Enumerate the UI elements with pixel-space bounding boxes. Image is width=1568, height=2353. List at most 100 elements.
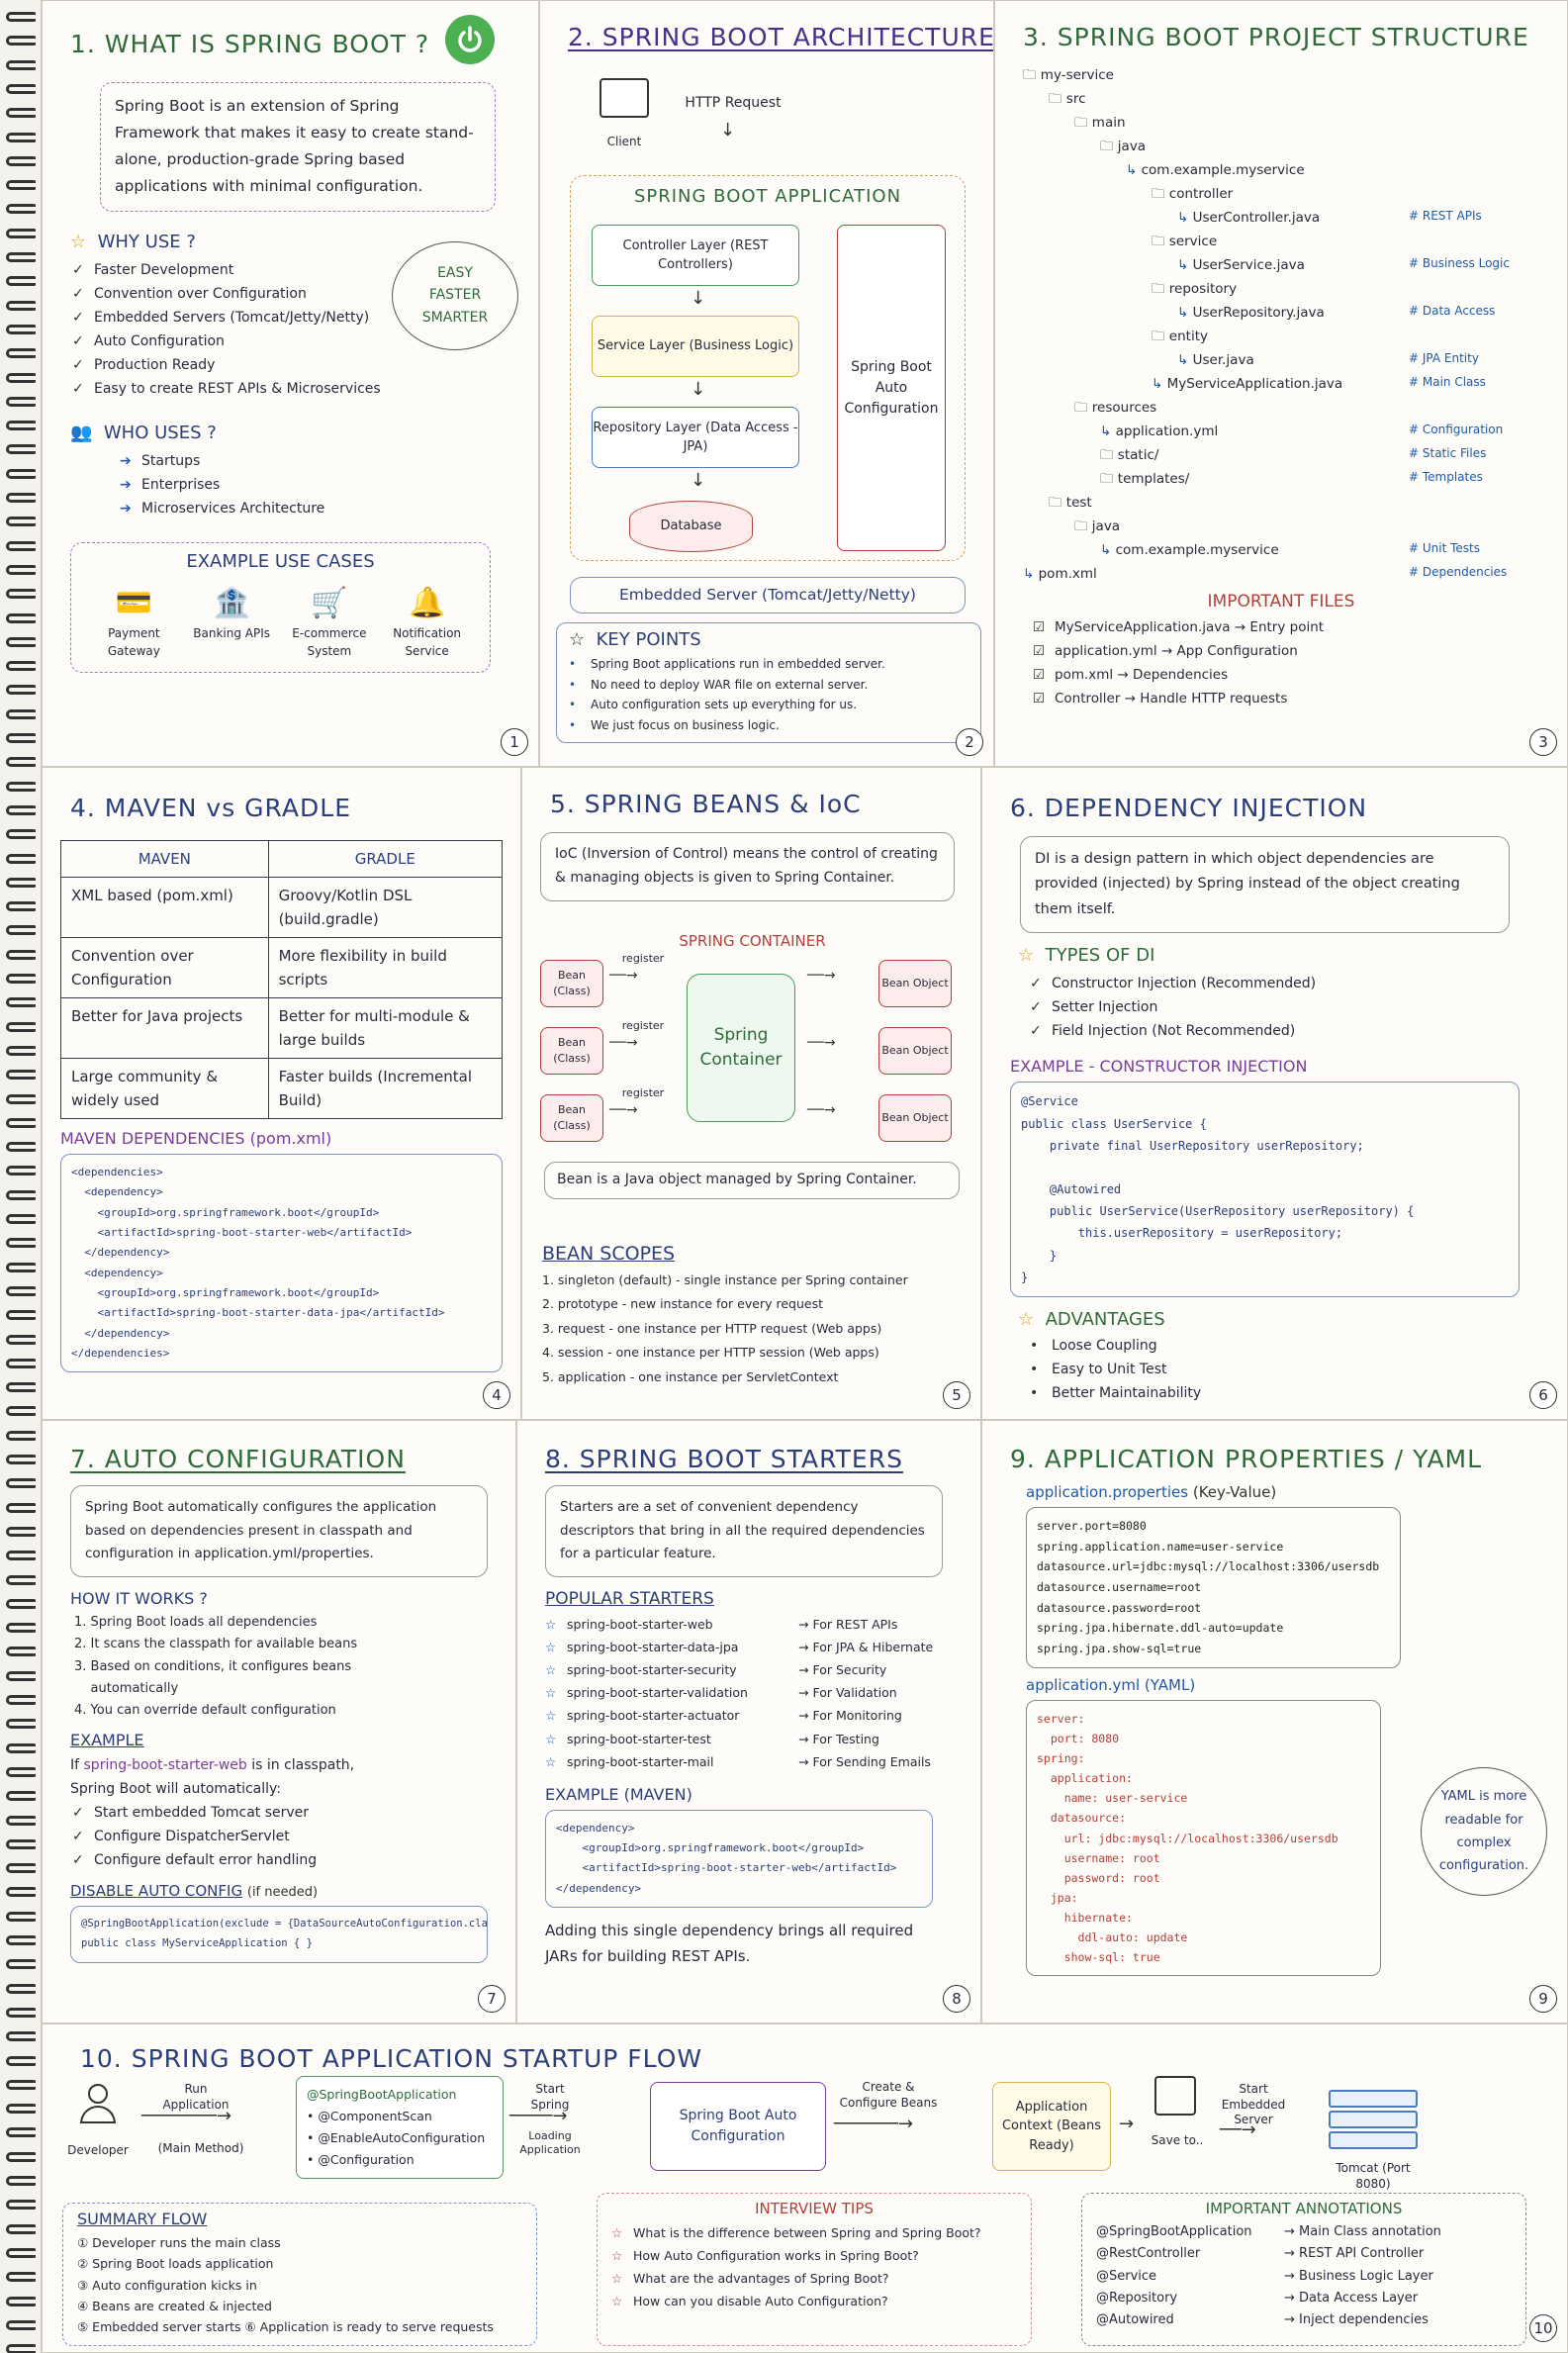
item-text: 2. prototype - new instance for every re… (542, 1296, 823, 1312)
spiral-ring (6, 564, 36, 575)
bean-definition-box: Bean is a Java object managed by Spring … (544, 1162, 960, 1199)
starter-row: ☆spring-boot-starter-validation→ For Val… (545, 1681, 963, 1704)
annotation-line: • @Configuration (307, 2151, 415, 2167)
spiral-ring (6, 132, 36, 142)
yaml-bubble: YAML is more readable for complex config… (1421, 1767, 1547, 1896)
item-text: ④ Beans are created & injected (77, 2298, 272, 2313)
panel-what-is-spring-boot: 1. WHAT IS SPRING BOOT ? Spring Boot is … (42, 0, 539, 767)
item-text: application.yml → App Configuration (1055, 643, 1298, 660)
starter-purpose: For JPA & Hibernate (812, 1640, 934, 1654)
starter-purpose: For Sending Emails (812, 1753, 931, 1769)
spiral-ring (6, 1863, 36, 1874)
example-item: ✓Start embedded Tomcat server (72, 1801, 498, 1825)
arrow-glyph: → (798, 1640, 813, 1654)
spring-container: Spring Container (687, 974, 795, 1122)
file-arrow-icon: ↳ (1177, 352, 1193, 369)
bullet-marker: ☆ (611, 2271, 623, 2287)
who-item: ➔Microservices Architecture (120, 497, 520, 520)
advantage-item: •Easy to Unit Test (1030, 1358, 1549, 1381)
panel-number: 10 (1529, 2314, 1557, 2342)
tree-node: ↳ UserController.java# REST APIs (1023, 206, 1549, 230)
auto-configuration-box: Spring Boot Auto Configuration (837, 225, 946, 551)
spiral-ring (6, 1887, 36, 1898)
spiral-ring (6, 877, 36, 888)
spiral-ring (6, 708, 36, 719)
starters-outro: Adding this single dependency brings all… (545, 1922, 914, 1966)
spiral-ring (6, 1358, 36, 1368)
flow-arrow: ──→ (807, 1035, 836, 1051)
spiral-ring (6, 589, 36, 600)
spiral-ring (6, 2223, 36, 2234)
tree-node: 🗀 java (1023, 135, 1549, 158)
panel-number: 3 (1529, 728, 1557, 756)
file-arrow-icon: ↳ (1100, 542, 1116, 559)
scope-item: 2. prototype - new instance for every re… (542, 1292, 908, 1316)
summary-step: ⑤ Embedded server starts ⑥ Application i… (77, 2316, 522, 2337)
save-label: Save to.. (1151, 2133, 1204, 2147)
run-label: Run Application (162, 2082, 230, 2112)
spiral-ring (6, 421, 36, 431)
item-text: Configure DispatcherServlet (94, 1828, 290, 1844)
intro-box: Spring Boot is an extension of Spring Fr… (100, 82, 496, 212)
properties-title: application.properties (Key-Value) (1026, 1483, 1277, 1501)
tree-label: test (1065, 495, 1092, 512)
item-text: How Auto Configuration works in Spring B… (633, 2248, 919, 2264)
spiral-ring (6, 1430, 36, 1441)
important-file: ☑MyServiceApplication.java → Entry point (1033, 615, 1549, 639)
di-type: ✓Setter Injection (1030, 995, 1549, 1019)
file-arrow-icon: ↳ (1126, 162, 1142, 179)
starter-purpose: For Monitoring (812, 1708, 902, 1724)
tip-item: ☆ What are the advantages of Spring Boot? (611, 2267, 1017, 2290)
spiral-ring (6, 59, 36, 70)
item-text: 4. session - one instance per HTTP sessi… (542, 1345, 879, 1361)
yml-title: application.yml (YAML) (1026, 1675, 1196, 1694)
tree-label: src (1065, 91, 1086, 108)
star-icon: ☆ (545, 1640, 557, 1654)
item-text: Auto Configuration (94, 332, 225, 349)
tree-node: ↳ com.example.myservice (1023, 158, 1549, 182)
annotation-name: @SpringBootApplication (1096, 2224, 1252, 2239)
why-item: ✓Convention over Configuration (72, 282, 520, 306)
star-icon: ☆ (545, 1731, 557, 1746)
item-text: Easy to Unit Test (1052, 1362, 1167, 1378)
spiral-ring (6, 1406, 36, 1417)
panel-number: 8 (943, 1985, 970, 2013)
table-cell: Large community & widely used (60, 1058, 269, 1119)
starter-name: spring-boot-starter-data-jpa (567, 1640, 739, 1654)
item-text: No need to deploy WAR file on external s… (591, 677, 869, 692)
spiral-ring (6, 757, 36, 768)
annotations-title: IMPORTANT ANNOTATIONS (1205, 2200, 1403, 2217)
folder-icon: 🗀 (1152, 186, 1169, 203)
flow-arrow: ──→ (609, 968, 638, 984)
spiral-ring (6, 1742, 36, 1753)
panel-title: 7. AUTO CONFIGURATION (70, 1445, 406, 1473)
tree-node: 🗀 main (1023, 111, 1549, 135)
cloud-text: EASY (437, 264, 473, 281)
spiral-ring (6, 685, 36, 696)
tree-node: 🗀 test (1023, 491, 1549, 515)
item-text: pom.xml → Dependencies (1055, 667, 1229, 684)
spiral-ring (6, 612, 36, 623)
starter-row: ☆ spring-boot-starter-data-jpa → For JPA &… (545, 1636, 963, 1658)
item-text: What are the advantages of Spring Boot? (633, 2271, 889, 2287)
star-icon: ☆ (545, 1616, 557, 1632)
repository-layer: Repository Layer (Data Access - JPA) (592, 407, 799, 468)
register-label: register (621, 952, 665, 965)
bean-class: Bean (Class) (540, 1094, 603, 1142)
flow-arrow: ──→ (807, 1102, 836, 1118)
tree-node: 🗀 src (1023, 87, 1549, 111)
tree-node: ↳ UserRepository.java# Data Access (1023, 301, 1549, 325)
item-text: Convention over Configuration (94, 285, 307, 302)
use-case-item: 🏦Banking APIs (187, 586, 276, 660)
why-item: ✓Easy to create REST APIs & Microservice… (72, 377, 520, 401)
app-context-box: Application Context (Beans Ready) (992, 2082, 1111, 2171)
key-point: •Auto configuration sets up everything f… (569, 695, 968, 715)
tree-node: 🗀 repository (1023, 277, 1549, 301)
spiral-ring (6, 1285, 36, 1296)
spiral-ring (6, 1021, 36, 1032)
app-title: SPRING BOOT APPLICATION (633, 186, 902, 207)
star-icon: ☆ (545, 1708, 557, 1724)
spiral-ring (6, 1334, 36, 1345)
